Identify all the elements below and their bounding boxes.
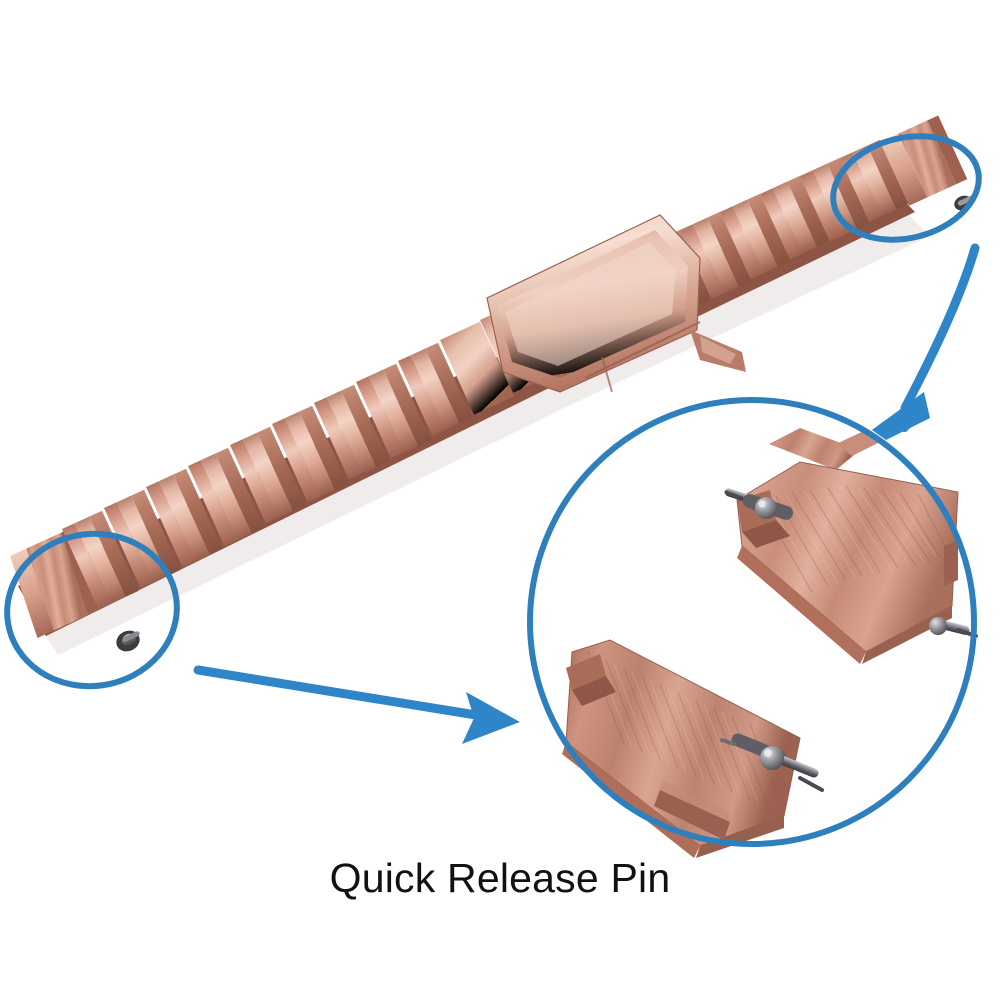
quick-release-pin-lower <box>720 733 824 792</box>
band-clasp <box>486 214 746 393</box>
upper-detail-link <box>724 428 978 664</box>
quick-release-pin-upper-right <box>929 617 978 638</box>
caption-quick-release-pin: Quick Release Pin <box>329 855 671 901</box>
band-left-pin <box>116 630 140 652</box>
detail-magnifier-circle <box>527 397 977 847</box>
quick-release-pin-upper <box>724 488 794 520</box>
band-shadow <box>30 206 930 655</box>
left-end-callout <box>4 530 180 690</box>
right-end-callout <box>830 133 982 243</box>
left-arrow <box>193 665 520 744</box>
right-arrow <box>872 243 980 440</box>
watch-band <box>10 115 975 655</box>
